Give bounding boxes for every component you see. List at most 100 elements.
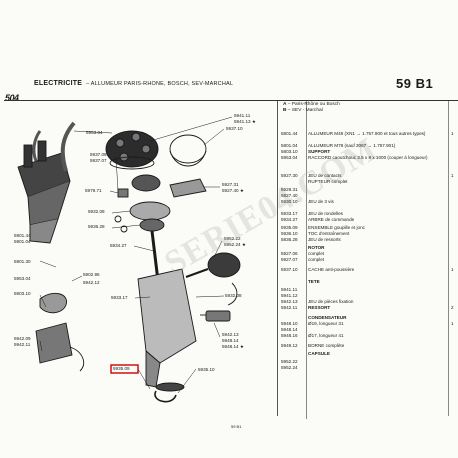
part-desc: ALLUMEUR M78 (sauf 3067 → 1.757.901): [308, 143, 396, 148]
part-row: 5933.17 JEU de rondelles: [281, 211, 458, 217]
part-ref: 5952.24: [281, 365, 298, 370]
distributor-cap-side: [17, 121, 76, 244]
section-title: ELECTRICITE: [34, 80, 83, 87]
callout-number: 5901.30: [14, 259, 31, 264]
part-row: 5927.30 JEU de contacts 1: [281, 173, 458, 179]
part-row: 5934.27 ARBRE de commande: [281, 217, 458, 223]
part-row: 5942.13 JEU de pièces fixation: [281, 299, 458, 305]
part-desc: ALLUMEUR M48 (XN1 → 1.757.900 et tous au…: [308, 131, 426, 136]
part-ref: 5927.40: [281, 193, 298, 198]
part-ref: 5936.10: [281, 231, 298, 236]
drive-shaft-assembly: [114, 201, 171, 282]
callout-number: 5953.04: [14, 276, 31, 281]
callout-number: 5942.09: [14, 336, 31, 341]
part-desc: JEU de 3 vis: [308, 199, 334, 204]
part-row: 5936.10 TOC d'entraînement: [281, 231, 458, 237]
callout-number: 5942.12: [83, 280, 100, 285]
part-row: CONDENSATEUR: [281, 315, 458, 321]
part-ref: 5952.22: [281, 359, 298, 364]
part-row: 5948.14: [281, 327, 458, 333]
callout-number: 5952.22: [224, 236, 241, 241]
part-row: 5927.07 complet: [281, 257, 458, 263]
part-desc: RUPTEUR complet: [308, 179, 348, 184]
part-ref: 5942.13: [281, 299, 298, 304]
part-row: 5927.06 complet: [281, 251, 458, 257]
part-ref: 5948.16: [281, 333, 298, 338]
callout-number: 5953.04: [86, 130, 103, 135]
callout-number: 5937.07: [90, 158, 107, 163]
part-qty: 1: [451, 267, 454, 272]
page-number: 59 B1: [396, 76, 434, 91]
part-desc: ENSEMBLE goupille et jonc: [308, 225, 365, 230]
part-desc: JEU de contacts: [308, 173, 342, 178]
callout-number: 5927.31: [222, 182, 239, 187]
callout-number: 5979.71: [85, 188, 102, 193]
callout-number: 5948.14: [222, 338, 239, 343]
callout-number: 5934.27: [110, 243, 127, 248]
part-desc: JEU de ressorts: [308, 237, 341, 242]
model-number: 504: [5, 93, 19, 103]
part-ref: 5801.44: [281, 131, 298, 136]
legend: A – Paris-Rhône ou Bosch B – SEV - March…: [283, 102, 340, 114]
part-desc: TETE: [308, 279, 320, 284]
dust-cover: [169, 134, 207, 167]
legend-item-a: A – Paris-Rhône ou Bosch: [283, 102, 340, 107]
part-desc: ROTOR: [308, 245, 325, 250]
highlight-box: [110, 364, 139, 374]
part-desc: RACCORD caoutchouc 3.5 x 8 x 1000 (coupe…: [308, 155, 428, 160]
part-ref: 5941.11: [281, 287, 298, 292]
part-desc: CAPSULE: [308, 351, 330, 356]
part-desc: SUPPORT: [308, 149, 331, 154]
callout-number: 5942.11: [14, 342, 31, 347]
part-ref: 5927.07: [281, 257, 298, 262]
callout-number: 5901.44: [14, 233, 31, 238]
part-qty: 1: [451, 321, 454, 326]
distributor-body: [137, 268, 197, 403]
part-ref: 5934.27: [281, 217, 298, 222]
part-ref: 5942.11: [281, 305, 298, 310]
part-row: CAPSULE: [281, 351, 458, 357]
part-row: TETE: [281, 279, 458, 285]
part-row: 5941.11: [281, 287, 458, 293]
part-ref: 5803.10: [281, 149, 298, 154]
part-row: 5801.44 ALLUMEUR M48 (XN1 → 1.757.900 et …: [281, 131, 458, 137]
legend-item-b: B – SEV - Marchal: [283, 108, 323, 113]
part-desc: ARBRE de commande: [308, 217, 355, 222]
part-qty: 1: [451, 173, 454, 178]
callout-number: 5935.09: [113, 366, 130, 371]
callout-number: 5941.11: [234, 113, 251, 118]
part-ref: 5927.30: [281, 173, 298, 178]
diagram-artwork: [17, 116, 241, 403]
part-row: 5929.31: [281, 187, 458, 193]
part-ref: 5948.14: [281, 327, 298, 332]
part-desc: JEU de rondelles: [308, 211, 343, 216]
part-ref: 5927.06: [281, 251, 298, 256]
part-ref: 5933.17: [281, 211, 298, 216]
distributor-cap-top: [105, 130, 159, 170]
vacuum-capsule: [185, 252, 241, 306]
contact-breaker: [117, 174, 207, 198]
part-row: 5803.10 SUPPORT: [281, 149, 458, 155]
part-ref: 5929.31: [281, 187, 298, 192]
callout-number: 5933.17: [111, 295, 128, 300]
part-desc: complet: [308, 257, 325, 262]
part-desc: JEU de pièces fixation: [308, 299, 354, 304]
callout-number: 5937.06: [90, 152, 107, 157]
part-row: ROTOR: [281, 245, 458, 251]
callout-number: 5935.10: [198, 367, 215, 372]
page-header: ELECTRICITE– ALLUMEUR PARIS-RHONE, BOSCH…: [34, 80, 233, 87]
part-desc: complet: [308, 251, 325, 256]
leader-lines: [39, 116, 233, 394]
part-desc: TOC d'entraînement: [308, 231, 350, 236]
part-row: RUPTEUR complet: [281, 179, 458, 185]
